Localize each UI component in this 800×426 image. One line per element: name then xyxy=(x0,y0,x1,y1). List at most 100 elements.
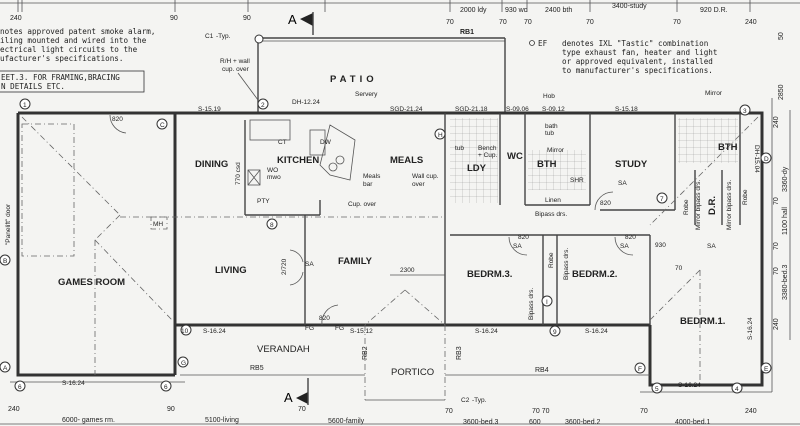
window-label: S-15.19 xyxy=(198,106,221,113)
room-labels: DINING KITCHEN MEALS LDY WC BTH STUDY BT… xyxy=(58,142,738,378)
grid-marker-G: G xyxy=(177,356,189,368)
patio: C1 -Typ. RB1 PATIO R/H + wall cup. over … xyxy=(205,29,506,113)
grid-marker-label: 8 xyxy=(270,222,274,229)
grid-marker-label: 10 xyxy=(181,328,189,335)
annotation: Bipass drs. xyxy=(535,211,567,218)
note-line: EET.3. FOR FRAMING,BRACING xyxy=(1,73,120,82)
annotation: Servery xyxy=(355,91,378,98)
note-line: type exhaust fan, heater and light xyxy=(562,48,717,57)
dishwasher-icon xyxy=(309,129,326,156)
dim-70: 70 xyxy=(675,265,683,272)
room-dining: DINING xyxy=(195,159,228,170)
room-study: STUDY xyxy=(615,159,648,170)
dim-room-label: 5600-family xyxy=(328,418,365,425)
room-ldy: LDY xyxy=(467,163,487,174)
annotation: SHR xyxy=(570,177,584,184)
annotation: Wall cup. xyxy=(412,173,439,180)
room-wc: WC xyxy=(507,151,523,162)
grid-marker-I: I xyxy=(541,295,553,307)
note-line: or approved equivalent, installed xyxy=(562,57,713,66)
smoke-alarm-label: SA xyxy=(305,261,314,268)
grid-marker-A: A xyxy=(0,361,11,373)
dim-label: 70 xyxy=(640,408,648,415)
dim-room-label: 3600-bed.2 xyxy=(565,419,601,426)
dim-label: 70 xyxy=(673,19,681,26)
dim-room-label: 3600-bed.3 xyxy=(463,419,499,426)
note-line: N DETAILS ETC. xyxy=(1,82,65,91)
grid-marker-label: 6 xyxy=(18,384,22,391)
doors: 820 820 820 820 820 930 70 xyxy=(109,114,683,326)
smoke-alarm-note: notes approved patent smoke alarm, iling… xyxy=(0,27,155,63)
grid-marker-H: H xyxy=(434,128,446,140)
dim-room-label: 4000-bed.1 xyxy=(675,419,711,426)
grid-marker-label: 6 xyxy=(164,384,168,391)
annotation: 770 csd xyxy=(235,162,242,185)
smoke-alarm-label: SA xyxy=(707,243,716,250)
annotation: Bipass drs. xyxy=(563,248,570,280)
exterior-walls xyxy=(10,98,773,393)
grid-marker-6: 6 xyxy=(14,380,26,392)
room-living: LIVING xyxy=(215,265,247,276)
dim-room-label: 600 xyxy=(529,419,541,426)
grid-marker-label: A xyxy=(3,365,8,372)
dim-label: 3360-dy xyxy=(782,166,789,192)
beam-rb2: RB2 xyxy=(362,346,369,360)
annotation: + Cup. xyxy=(478,152,498,159)
dim-label: 70 xyxy=(446,19,454,26)
annotation: Mirror bipass drs. xyxy=(726,180,733,230)
dim-room-label: 2400 bth xyxy=(545,7,572,14)
grid-marker-1: 1 xyxy=(19,98,31,110)
dim-label: 240 xyxy=(773,318,780,330)
section-arrow-icon xyxy=(300,13,313,26)
grid-marker-label: H xyxy=(438,132,443,139)
section-arrow-icon xyxy=(296,392,308,404)
window-label: DH-15.04 xyxy=(753,145,760,173)
grid-marker-E: E xyxy=(760,362,772,374)
note-line: to manufacturer's specifications. xyxy=(562,66,713,75)
note-line: iling mounted and wired into the xyxy=(0,36,147,45)
section-marker-bottom: A xyxy=(284,378,309,405)
grid-marker-label: 9 xyxy=(553,329,557,336)
sheet-reference-box: EET.3. FOR FRAMING,BRACING N DETAILS ETC… xyxy=(0,70,145,93)
room-bedrm1: BEDRM.1. xyxy=(680,316,725,327)
annotation: Robe xyxy=(548,252,555,268)
door-820: 820 xyxy=(319,315,330,322)
grid-marker-label: 3 xyxy=(743,108,747,115)
section-label: A xyxy=(288,12,297,27)
roof-lines xyxy=(21,116,759,401)
dim-label: 70 xyxy=(773,242,780,250)
annotation: tub xyxy=(455,145,464,152)
smoke-alarm-label: SA xyxy=(513,243,522,250)
grid-marker-label: F xyxy=(638,366,642,373)
right-dimension-line: 240 3360-dy 70 1100 hall 70 3380-bed.3 7… xyxy=(773,110,791,340)
annotation: FG xyxy=(305,325,314,332)
kitchen-fixtures xyxy=(247,119,356,186)
beam-rb3: RB3 xyxy=(456,346,463,360)
note-line: ectrical light circuits to the xyxy=(0,45,138,54)
door-label: SGD-21.18 xyxy=(455,106,488,113)
column-c2-label: C2 xyxy=(461,397,470,404)
dim-label: 240 xyxy=(10,15,22,22)
annotation: Mirror xyxy=(705,90,723,97)
annotation: R/H + wall xyxy=(220,58,250,65)
note-line: notes approved patent smoke alarm, xyxy=(0,27,155,36)
door-label: 2/720 xyxy=(281,258,288,275)
dim-label: 240 xyxy=(773,116,780,128)
grid-marker-2: 2 xyxy=(257,98,269,110)
window-label: S-15.18 xyxy=(615,106,638,113)
annotation: Mirror bipass drs. xyxy=(695,180,702,230)
grid-marker-5: 5 xyxy=(651,382,663,394)
dim-label: 70 70 xyxy=(532,408,550,415)
window-label: S-15.12 xyxy=(350,328,373,335)
grid-marker-10: 10 xyxy=(180,324,192,336)
annotation: Cup. over xyxy=(348,201,377,208)
grid-marker-D: D xyxy=(760,152,772,164)
grid-marker-B: B xyxy=(0,254,11,266)
dim-label: 90 xyxy=(243,15,251,22)
annotation: "Panelift" door xyxy=(5,203,12,245)
window-label: S-16.24 xyxy=(475,328,498,335)
room-bedrm3: BEDRM.3. xyxy=(467,269,512,280)
dim-label: 240 xyxy=(745,19,757,26)
beam-rb1: RB1 xyxy=(460,29,474,36)
grid-marker-3: 3 xyxy=(739,104,751,116)
